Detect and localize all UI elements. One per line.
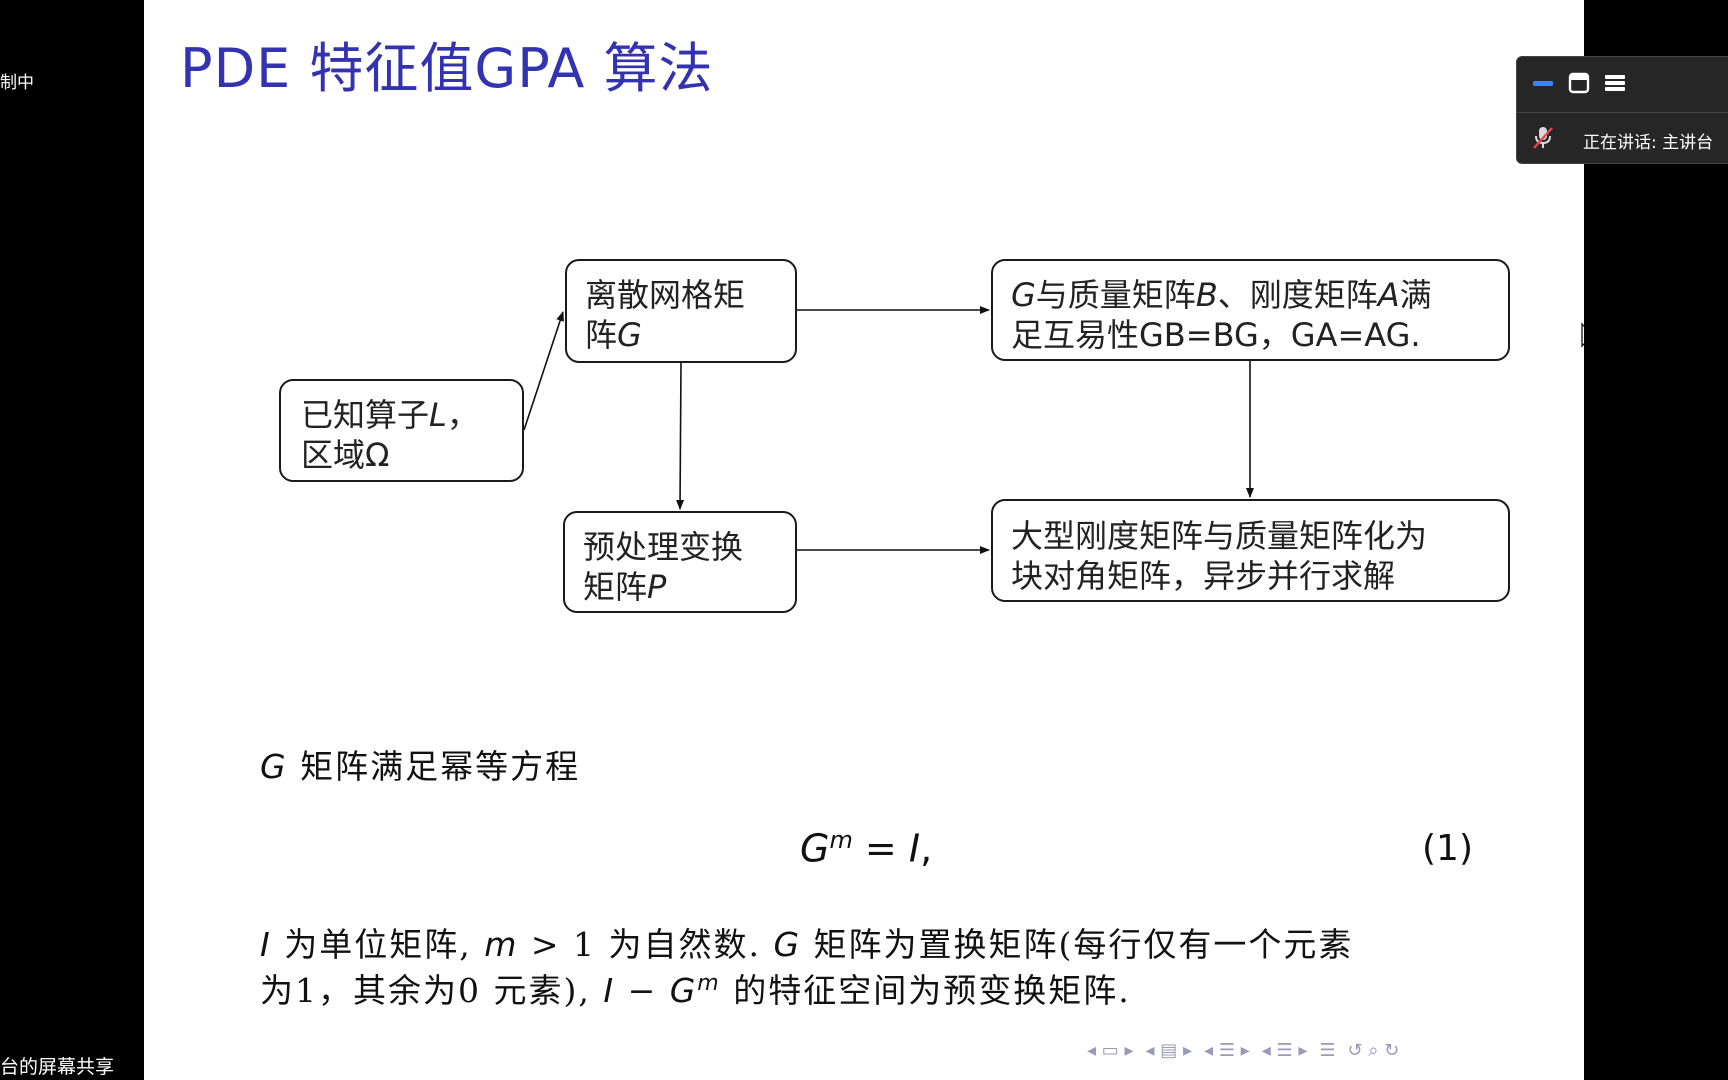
desc-text: − xyxy=(615,971,670,1010)
slide-title: PDE 特征值GPA 算法 xyxy=(180,37,714,100)
math-var: G xyxy=(669,971,698,1010)
nav-presentation-icon[interactable]: ◂ ☰ ▸ xyxy=(1261,1040,1308,1061)
math-var: L xyxy=(429,396,447,434)
arrow-known-to-discrete xyxy=(523,311,564,431)
flow-box-discrete-grid-matrix: 离散网格矩 阵G xyxy=(565,259,797,363)
beamer-navigation: ◂ ▭ ▸ ◂ ▤ ▸ ◂ ☰ ▸ ◂ ☰ ▸ ☰ ↺ ⌕ ↻ xyxy=(1084,1040,1402,1061)
equation-number: (1) xyxy=(1422,828,1473,869)
nav-subsection-icon[interactable]: ◂ ▤ ▸ xyxy=(1145,1040,1193,1061)
meeting-float-panel: 正在讲话: 主讲台 xyxy=(1516,56,1728,164)
box-text: 、刚度矩阵 xyxy=(1217,276,1378,314)
list-menu-icon[interactable] xyxy=(1603,71,1627,95)
box-line: 区域Ω xyxy=(301,436,390,474)
box-text: 满 xyxy=(1399,276,1432,314)
flowchart-arrows xyxy=(523,306,1254,554)
desc-text: > 1 为自然数. xyxy=(518,925,774,964)
nav-frame-icon[interactable]: ◂ ▭ ▸ xyxy=(1087,1040,1134,1061)
description-line-2: 为1，其余为0 元素), I − Gm 的特征空间为预变换矩阵. xyxy=(260,964,1131,1012)
description-line-1: I 为单位矩阵, m > 1 为自然数. G 矩阵为置换矩阵(每行仅有一个元素 xyxy=(260,918,1353,966)
math-var: I xyxy=(603,971,616,1010)
box-line: G与质量矩阵B、刚度矩阵A满 xyxy=(1011,275,1490,315)
math-var: B xyxy=(1195,276,1218,314)
math-var: G xyxy=(1011,276,1036,314)
slide: PDE 特征值GPA 算法 离散网格矩 阵G 已知算子L， 区域Ω G与质量矩阵… xyxy=(144,0,1584,1080)
flow-box-known-operator: 已知算子L， 区域Ω xyxy=(279,379,524,482)
math-var: G xyxy=(800,826,830,871)
sidebar-status-text: 制中 xyxy=(0,73,34,93)
desc-text: 的特征空间为预变换矩阵. xyxy=(720,971,1131,1010)
math-var: A xyxy=(1377,276,1400,314)
window-icon[interactable] xyxy=(1567,71,1591,95)
box-line: 离散网格矩 xyxy=(585,276,746,314)
flow-box-commutativity: G与质量矩阵B、刚度矩阵A满 足互易性GB=BG，GA=AG. xyxy=(991,259,1510,361)
math-var: I xyxy=(908,826,921,871)
box-text: 已知算子 xyxy=(301,396,430,434)
screen-share-label: 台的屏幕共享 xyxy=(0,1056,115,1078)
box-line: 块对角矩阵，异步并行求解 xyxy=(1011,557,1396,595)
mouse-pointer-icon xyxy=(1581,322,1584,348)
panel-buttons xyxy=(1531,71,1627,95)
math-var: m xyxy=(484,925,519,964)
box-text: ， xyxy=(446,396,479,434)
desc-text: 矩阵为置换矩阵(每行仅有一个元素 xyxy=(801,925,1354,964)
math-var: P xyxy=(647,568,667,606)
desc-text: 为单位矩阵, xyxy=(271,925,485,964)
microphone-muted-icon[interactable] xyxy=(1531,125,1555,151)
nav-menu-icon[interactable]: ☰ xyxy=(1319,1040,1336,1061)
equation-tail: , xyxy=(920,826,933,871)
equation-intro: G 矩阵满足幂等方程 xyxy=(260,740,580,788)
equation-intro-text: 矩阵满足幂等方程 xyxy=(287,747,581,786)
flow-box-block-diagonal: 大型刚度矩阵与质量矩阵化为 块对角矩阵，异步并行求解 xyxy=(991,499,1510,602)
panel-divider xyxy=(1517,112,1728,113)
box-line: 预处理变换 xyxy=(583,528,744,566)
math-var: G xyxy=(617,316,642,354)
box-text: 与质量矩阵 xyxy=(1035,276,1196,314)
math-var: G xyxy=(773,925,802,964)
arrow-discrete-to-precond xyxy=(676,362,685,510)
speaking-indicator-label: 正在讲话: 主讲台 xyxy=(1583,133,1714,153)
nav-search-icon[interactable]: ↺ ⌕ ↻ xyxy=(1347,1040,1400,1061)
box-line: 矩阵P xyxy=(583,567,777,607)
math-var: G xyxy=(260,747,288,786)
flow-box-precondition-matrix: 预处理变换 矩阵P xyxy=(563,511,797,613)
box-line: 已知算子L， xyxy=(301,395,504,435)
nav-section-icon[interactable]: ◂ ☰ ▸ xyxy=(1204,1040,1250,1061)
math-exponent: m xyxy=(697,971,721,996)
box-line: 阵G xyxy=(585,315,777,355)
equation-op: = xyxy=(852,826,909,871)
box-text: 阵 xyxy=(585,316,618,354)
minimize-icon[interactable] xyxy=(1531,71,1555,95)
equation-main: Gm = I, xyxy=(800,826,932,871)
desc-text: 为1，其余为0 元素), xyxy=(260,971,604,1010)
math-exponent: m xyxy=(829,826,853,854)
box-text: 矩阵 xyxy=(583,568,648,606)
box-line: 大型刚度矩阵与质量矩阵化为 xyxy=(1011,517,1428,555)
box-line: 足互易性GB=BG，GA=AG. xyxy=(1011,316,1421,354)
math-var: I xyxy=(260,925,272,964)
